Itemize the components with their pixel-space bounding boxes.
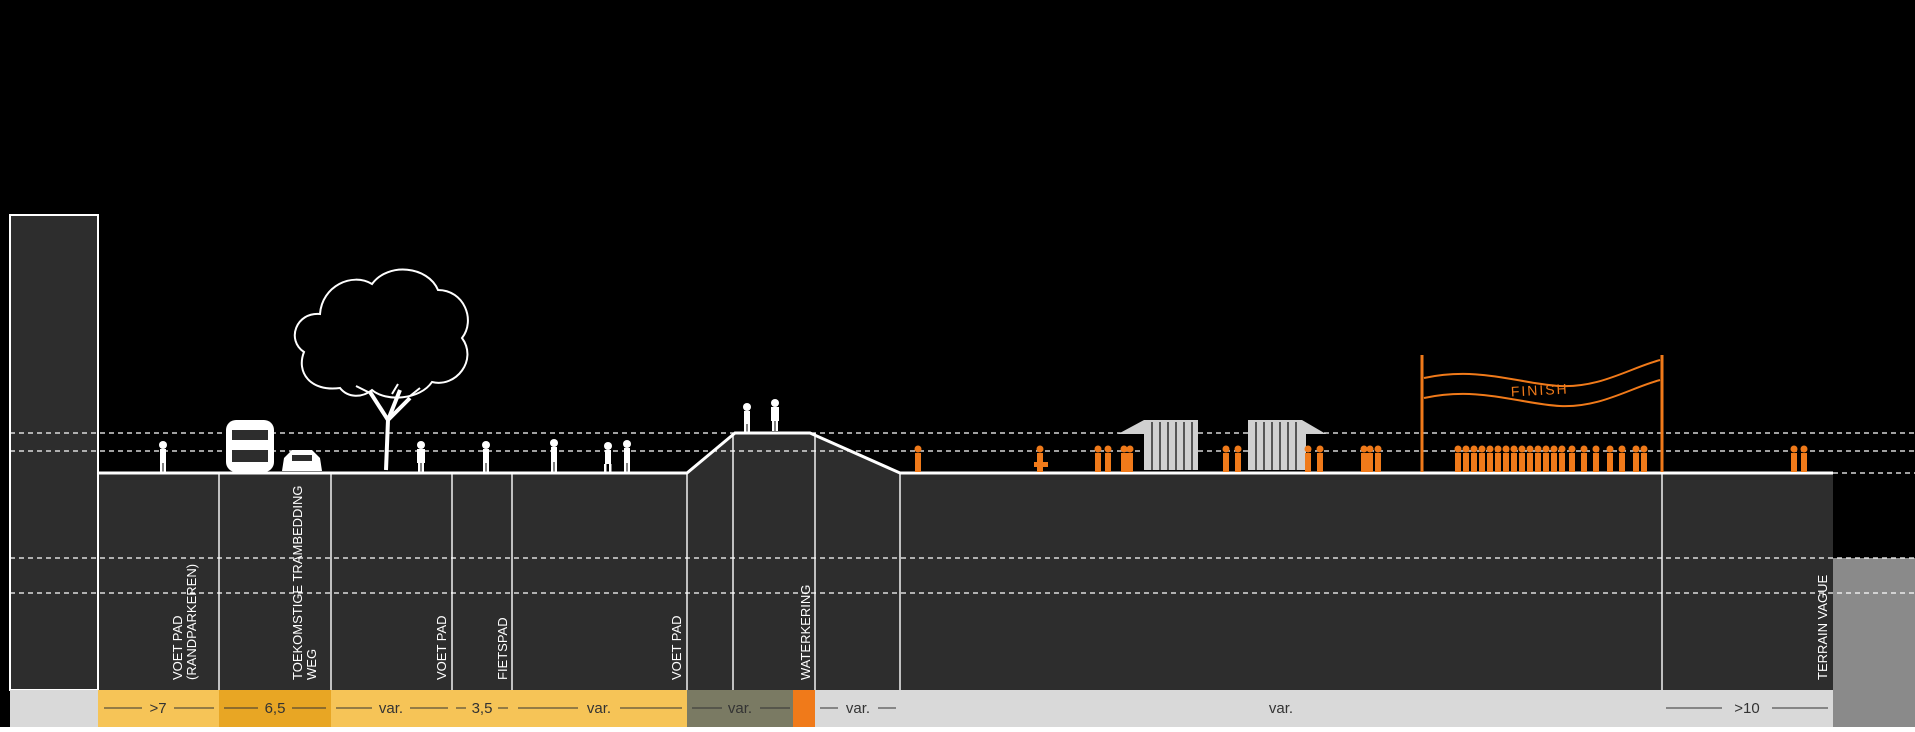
person-orange-icon: [1486, 445, 1494, 472]
svg-text:var.: var.: [379, 700, 403, 717]
person-orange-icon: [1606, 445, 1614, 472]
zone-dividers: [218, 433, 1663, 690]
person-orange-icon: [1640, 445, 1648, 472]
person-orange-icon: [1316, 445, 1324, 472]
zone-labels: VOET PAD(RANDPARKEREN) TOEKOMSTIGE TRAMB…: [170, 485, 1830, 680]
finish-banner-text: FINISH: [1510, 381, 1569, 400]
svg-text:var.: var.: [1269, 700, 1293, 717]
person-orange-icon: [1800, 445, 1808, 472]
person-orange-icon: [1580, 445, 1588, 472]
person-orange-icon: [1526, 445, 1534, 472]
person-orange-icon: [1366, 445, 1374, 472]
tent-icon: [1118, 420, 1198, 470]
person-orange-icon: [1234, 445, 1242, 472]
dimension-segment: var.: [900, 690, 1662, 727]
svg-text:var.: var.: [846, 700, 870, 717]
person-orange-icon: [1374, 445, 1382, 472]
svg-text:>7: >7: [149, 700, 166, 717]
dimension-band-right-terrain: [1833, 690, 1915, 727]
person-orange-icon: [1550, 445, 1558, 472]
svg-text:>10: >10: [1734, 700, 1759, 717]
person-orange-icon: [1222, 445, 1230, 472]
label-voet-pad-randparkeren: VOET PAD(RANDPARKEREN): [170, 564, 199, 680]
person-orange-icon: [1510, 445, 1518, 472]
surface-line: [98, 431, 1833, 475]
dog-icon: [1034, 462, 1048, 467]
svg-text:3,5: 3,5: [472, 700, 493, 717]
svg-text:var.: var.: [587, 700, 611, 717]
svg-text:6,5: 6,5: [265, 700, 286, 717]
person-orange-icon: [914, 445, 922, 472]
label-terrain-vague: TERRAIN VAGUE: [1815, 574, 1830, 680]
person-orange-icon: [1542, 445, 1550, 472]
person-orange-icon: [1126, 445, 1134, 472]
crowd-orange: [914, 445, 1808, 472]
label-voet-pad: VOET PAD: [434, 615, 449, 680]
person-orange-icon: [1478, 445, 1486, 472]
person-orange-icon: [1360, 445, 1368, 472]
person-orange-icon: [1632, 445, 1640, 472]
person-orange-icon: [1470, 445, 1478, 472]
building-block: [9, 214, 99, 691]
tent-icon: [1248, 420, 1326, 470]
svg-text:var.: var.: [728, 700, 752, 717]
person-orange-icon: [1618, 445, 1626, 472]
person-orange-icon: [1462, 445, 1470, 472]
person-orange-icon: [1036, 445, 1044, 472]
tram-icon: [226, 420, 274, 472]
label-toekomstige-trambedding: TOEKOMSTIGE TRAMBEDDINGWEG: [290, 485, 319, 680]
ground-profile: [10, 215, 1833, 690]
person-orange-icon: [1568, 445, 1576, 472]
person-orange-icon: [1558, 445, 1566, 472]
pedestrian-group-white: [159, 399, 779, 472]
car-icon: [282, 450, 322, 471]
person-orange-icon: [1104, 445, 1112, 472]
person-orange-icon: [1454, 445, 1462, 472]
tree-icon: [293, 268, 469, 471]
person-orange-icon: [1494, 445, 1502, 472]
person-orange-icon: [1304, 445, 1312, 472]
label-fietspad: FIETSPAD: [495, 617, 510, 680]
label-voet-pad: VOET PAD: [669, 615, 684, 680]
person-orange-icon: [1790, 445, 1798, 472]
person-orange-icon: [1502, 445, 1510, 472]
person-orange-icon: [1094, 445, 1102, 472]
dimension-segment: [793, 690, 815, 727]
person-orange-icon: [1592, 445, 1600, 472]
person-orange-icon: [1518, 445, 1526, 472]
person-orange-icon: [1120, 445, 1128, 472]
person-orange-icon: [1534, 445, 1542, 472]
label-waterkering: WATERKERING: [798, 585, 813, 680]
finish-arch-icon: [1420, 355, 1664, 472]
